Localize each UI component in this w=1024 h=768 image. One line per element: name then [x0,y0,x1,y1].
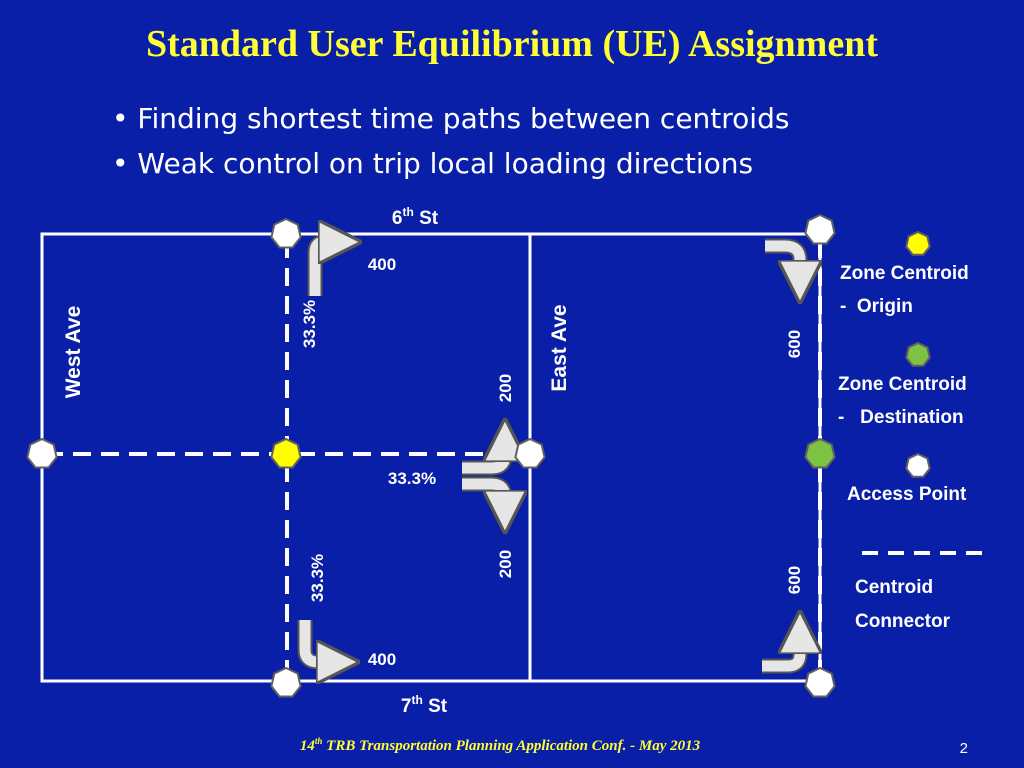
footer-text: 14th TRB Transportation Planning Applica… [299,736,701,754]
legend-origin-marker [905,230,931,256]
legend-origin-line2: - Origin [840,296,913,317]
legend-connector-line1: Centroid [855,577,933,598]
legend-access-marker [905,452,931,478]
share-label-east: 33.3% [388,469,436,488]
street-label-east: East Ave [548,304,571,391]
flow-label-right-top: 600 [785,330,804,358]
legend-access-label: Access Point [847,484,967,505]
legend-connector-line2: Connector [855,611,951,632]
access-point-top-right [804,213,836,245]
east-zone [528,232,822,683]
flow-label-east-up: 200 [496,374,515,402]
page-number: 2 [959,740,968,757]
share-label-down: 33.3% [308,554,327,602]
street-label-west: West Ave [62,306,85,399]
slide-title: Standard User Equilibrium (UE) Assignmen… [146,23,878,65]
access-point-east [514,437,546,469]
bullet-list: Finding shortest time paths between cent… [112,96,789,186]
legend-destination-line2: - Destination [838,407,964,428]
origin-centroid [270,437,302,469]
turn-arrow-bottom-left [299,620,338,662]
flow-label-right-bottom: 600 [785,566,804,594]
access-point-top-left [270,217,302,249]
access-point-bottom-left [270,666,302,698]
street-label-top: 6th St [392,205,439,229]
flow-label-bottom-left: 400 [368,650,396,669]
flow-label-top-left: 400 [368,255,396,274]
bullet-item: Finding shortest time paths between cent… [112,96,789,141]
destination-centroid [804,437,836,469]
turn-arrow-top-left [309,242,340,296]
turn-arrow-east-up [462,440,505,474]
turn-arrow-top-right [765,240,800,282]
flow-label-east-down: 200 [496,550,515,578]
legend-origin-line1: Zone Centroid [840,263,969,284]
share-label-up: 33.3% [300,300,319,348]
access-point-west [26,437,58,469]
access-point-bottom-right [804,666,836,698]
legend-destination-line1: Zone Centroid [838,374,967,395]
bullet-item: Weak control on trip local loading direc… [112,141,789,186]
turn-arrow-bottom-right [762,632,800,672]
street-label-bottom: 7th St [401,693,448,717]
legend-destination-marker [905,341,931,367]
turn-arrow-east-down [462,478,505,512]
